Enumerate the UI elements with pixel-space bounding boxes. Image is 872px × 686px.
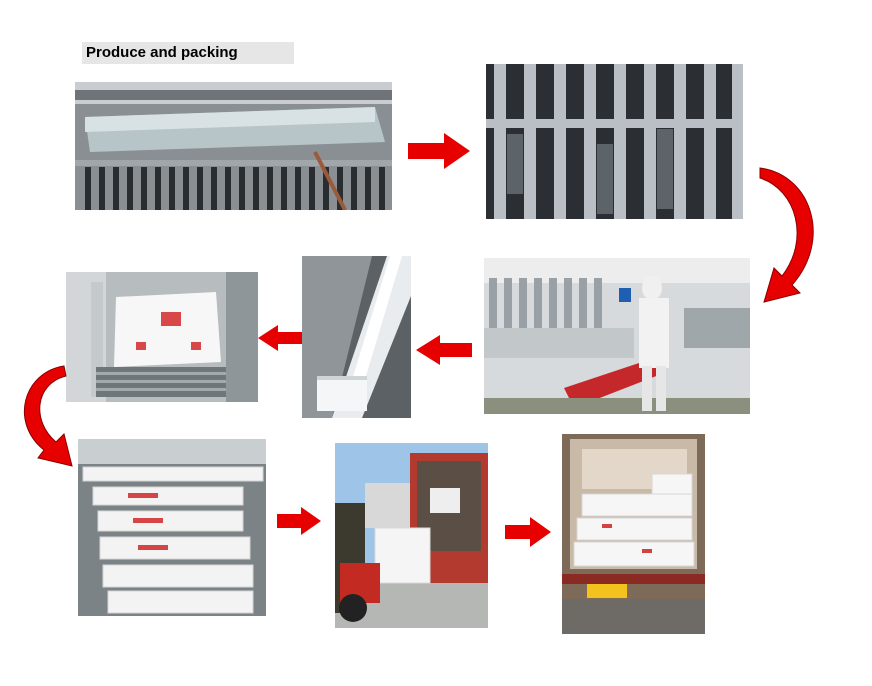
right-arrow-icon — [505, 517, 551, 547]
photo-conveyor-belt — [302, 256, 411, 418]
curved-arrow-icon — [752, 160, 830, 320]
photo-stacked-bags-warehouse — [78, 439, 266, 616]
right-arrow-icon — [277, 507, 321, 535]
photo-filter-press-worker — [484, 258, 750, 414]
photo-bag-filling — [66, 272, 258, 402]
right-arrow-icon — [408, 133, 470, 169]
left-arrow-icon — [258, 325, 302, 351]
curved-arrow-icon — [14, 362, 74, 474]
section-heading: Produce and packing — [82, 42, 294, 64]
photo-grid-closeup — [486, 64, 743, 219]
photo-forklift-loading — [335, 443, 488, 628]
left-arrow-icon — [416, 335, 472, 365]
photo-ice-grid-machine — [75, 82, 392, 210]
photo-loaded-container — [562, 434, 705, 634]
